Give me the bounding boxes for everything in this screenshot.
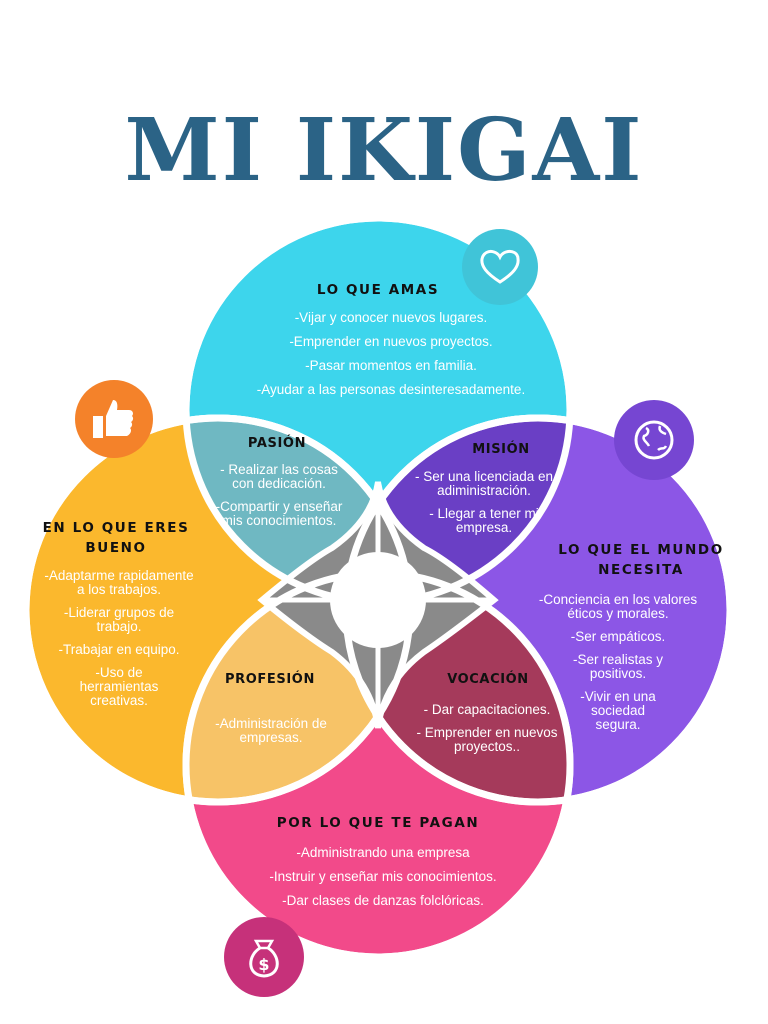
good-list: -Adaptarme rapidamente a los trabajos. -… [24, 569, 214, 717]
love-list: -Vijar y conocer nuevos lugares. -Empren… [226, 311, 556, 407]
profession-heading: PROFESIÓN [225, 672, 315, 687]
vocation-heading: VOCACIÓN [447, 672, 529, 687]
passion-list: - Realizar las cosas con dedicación. -Co… [196, 463, 362, 537]
svg-text:$: $ [258, 955, 269, 974]
list-item: -Trabajar en equipo. [58, 642, 180, 657]
list-item: - Emprender en nuevos proyectos.. [416, 725, 558, 754]
thumbs-badge [75, 380, 153, 458]
heart-icon [480, 249, 520, 284]
list-item: -Liderar grupos de trabajo. [63, 605, 175, 634]
list-item: -Instruir y enseñar mis conocimientos. [269, 869, 497, 884]
list-item: -Ser empáticos. [570, 629, 666, 644]
vocation-list: - Dar capacitaciones. - Emprender en nue… [398, 703, 576, 763]
mission-list: - Ser una licenciada en adiministración.… [400, 470, 568, 544]
globe-icon [634, 420, 674, 460]
list-item: -Dar clases de danzas folclóricas. [282, 893, 484, 908]
list-item: - Realizar las cosas con dedicación. [220, 462, 338, 491]
mission-heading: MISIÓN [472, 442, 530, 457]
list-item: -Vivir en una sociedad segura. [580, 689, 656, 732]
list-item: -Emprender en nuevos proyectos. [289, 334, 493, 349]
list-item: -Administración de empresas. [215, 716, 327, 745]
list-item: -Uso de herramientas creativas. [79, 665, 159, 708]
page-title: MI IKIGAI [124, 100, 644, 201]
money-bag-icon: $ [249, 939, 279, 978]
passion-heading: PASIÓN [247, 436, 307, 451]
list-item: -Compartir y enseñar mis conocimientos. [215, 499, 343, 528]
list-item: -Pasar momentos en familia. [305, 358, 477, 373]
thumbs-up-icon [93, 400, 134, 438]
list-item: -Adaptarme rapidamente a los trabajos. [44, 568, 194, 597]
paid-list: -Administrando una empresa -Instruir y e… [228, 846, 538, 918]
list-item: -Ayudar a las personas desinteresadament… [256, 382, 526, 397]
money-badge: $ [224, 917, 304, 997]
list-item: -Vijar y conocer nuevos lugares. [294, 310, 488, 325]
list-item: -Administrando una empresa [296, 845, 470, 860]
heart-badge [462, 229, 538, 305]
list-item: -Ser realistas y positivos. [572, 652, 664, 681]
globe-badge [614, 400, 694, 480]
list-item: -Conciencia en los valores éticos y mora… [538, 592, 698, 621]
world-heading: LO QUE EL MUNDO NECESITA [558, 542, 724, 578]
list-item: - Dar capacitaciones. [423, 702, 551, 717]
good-heading: EN LO QUE ERES BUENO [42, 520, 190, 556]
love-heading: LO QUE AMAS [316, 282, 440, 298]
list-item: - Llegar a tener mi empresa. [429, 506, 539, 535]
list-item: - Ser una licenciada en adiministración. [414, 469, 554, 498]
profession-list: -Administración de empresas. [196, 717, 346, 755]
paid-heading: POR LO QUE TE PAGAN [276, 815, 480, 831]
world-list: -Conciencia en los valores éticos y mora… [528, 593, 708, 741]
